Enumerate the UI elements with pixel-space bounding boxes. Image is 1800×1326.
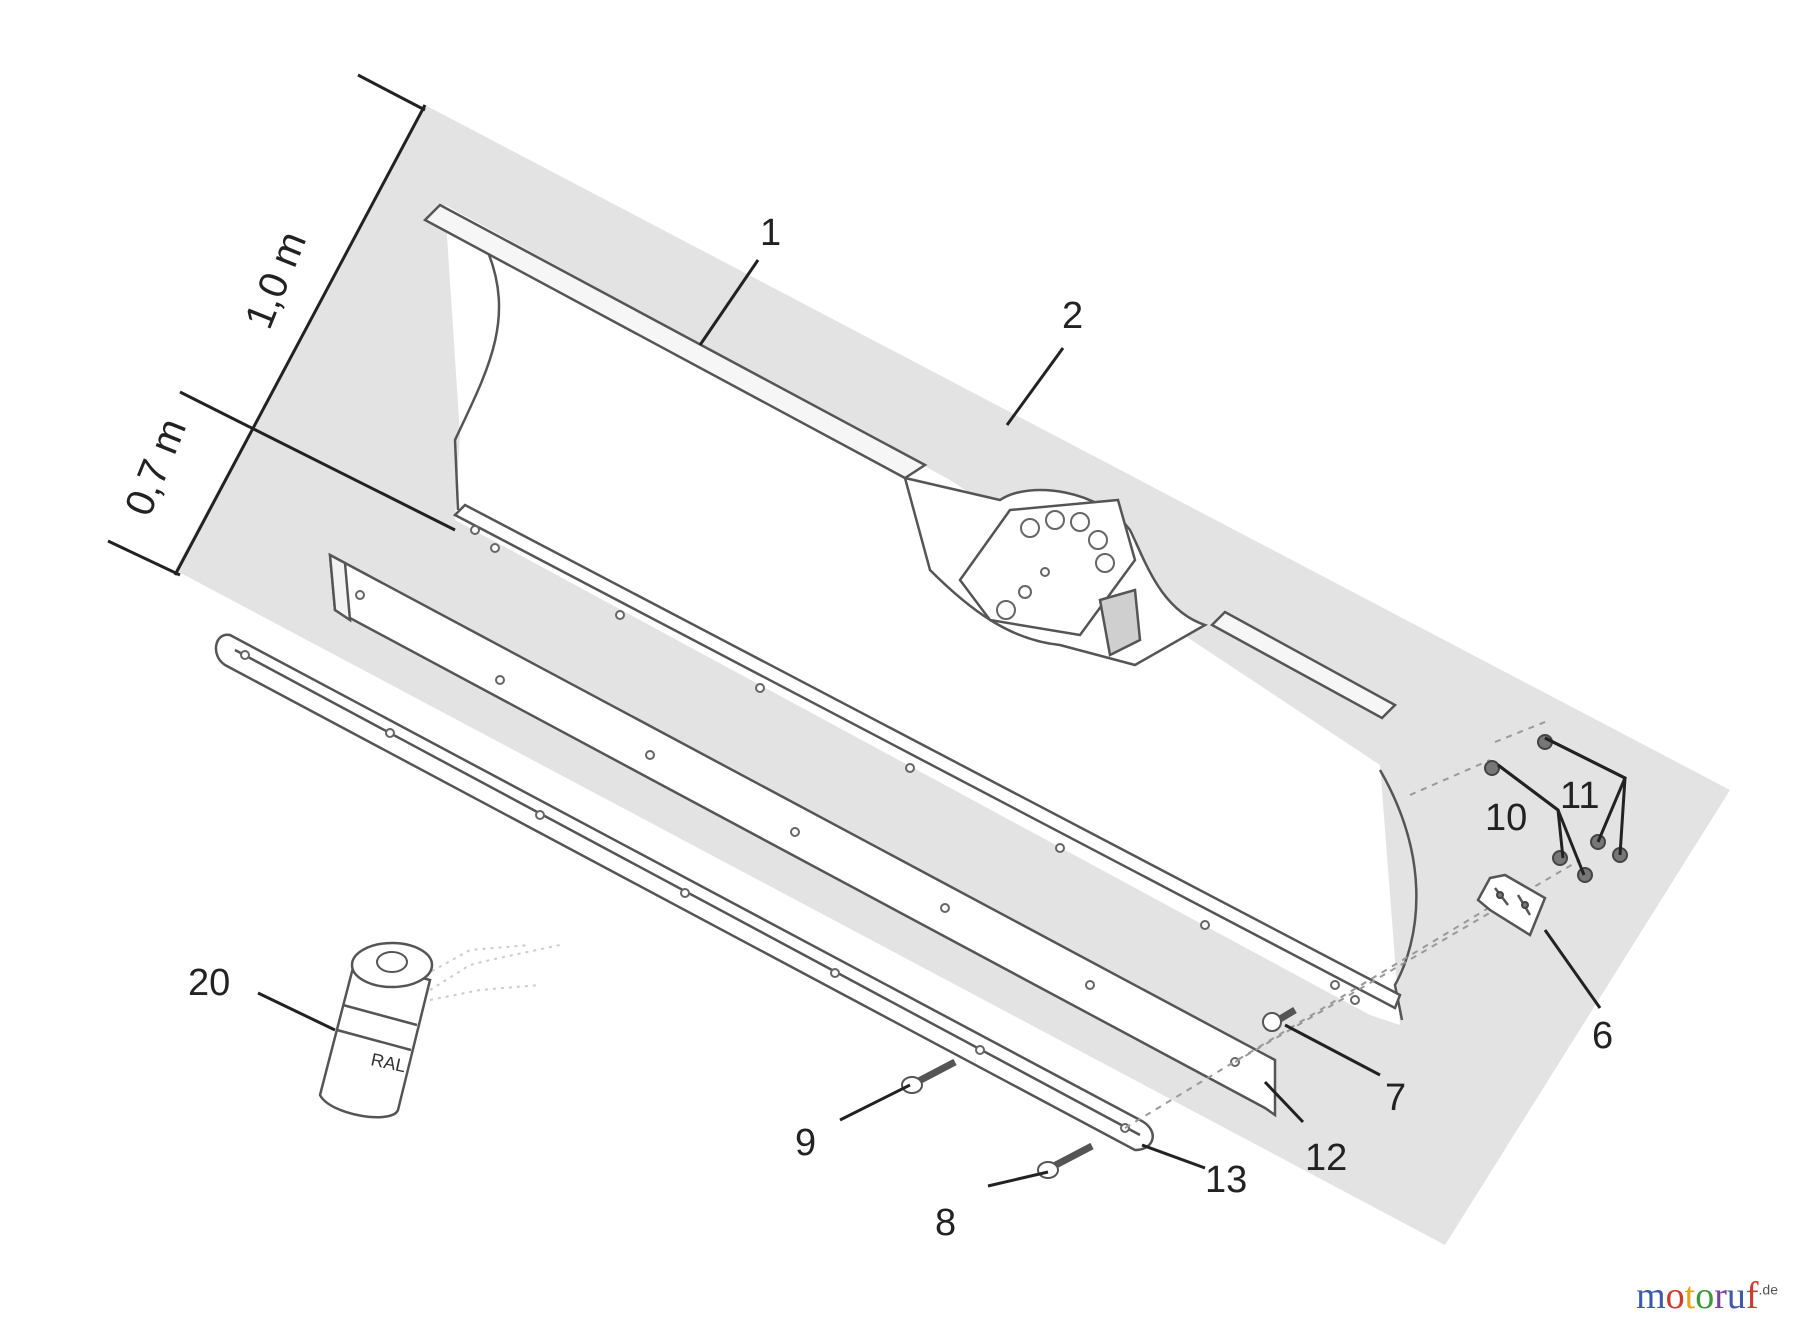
- part-label-2: 2: [1062, 295, 1083, 337]
- dimension-label-07m: 0,7 m: [117, 413, 195, 522]
- bolt-part-9: [901, 1058, 957, 1094]
- site-logo: motoruf.de: [1636, 1274, 1778, 1318]
- logo-letter: o: [1665, 1275, 1685, 1317]
- part-label-11: 11: [1560, 775, 1599, 817]
- logo-letter: f: [1745, 1275, 1759, 1317]
- spray-can-part-20: RAL: [318, 941, 561, 1119]
- part-labels: 1 2 6 7 8 9 10 11 12 13 20: [188, 212, 1613, 1244]
- leader-lines: [257, 259, 1627, 1188]
- wear-strip: [328, 552, 1277, 1118]
- bolt-part-7: [1262, 1006, 1297, 1032]
- part-label-10: 10: [1485, 797, 1527, 839]
- part-label-6: 6: [1592, 1015, 1613, 1057]
- part-label-20: 20: [188, 962, 230, 1004]
- dimension-lines: [107, 73, 456, 577]
- part-label-9: 9: [795, 1122, 816, 1164]
- part-label-8: 8: [935, 1202, 956, 1244]
- bracket-part-6: [1476, 873, 1547, 937]
- part-label-12: 12: [1305, 1137, 1347, 1179]
- dimension-label-1m: 1,0 m: [237, 226, 315, 335]
- part-label-7: 7: [1385, 1077, 1406, 1119]
- part-label-1: 1: [760, 212, 781, 254]
- logo-letter: m: [1636, 1275, 1666, 1317]
- logo-suffix: .de: [1758, 1281, 1778, 1298]
- part-label-13: 13: [1205, 1159, 1247, 1201]
- assembly-lines: [1124, 719, 1581, 1129]
- logo-letter: o: [1695, 1275, 1715, 1317]
- blade-moldboard: [422, 203, 1418, 1025]
- logo-letter: t: [1684, 1275, 1696, 1317]
- logo-letter: r: [1714, 1275, 1727, 1317]
- mounting-plate: [903, 476, 1209, 667]
- logo-letter: u: [1726, 1275, 1746, 1317]
